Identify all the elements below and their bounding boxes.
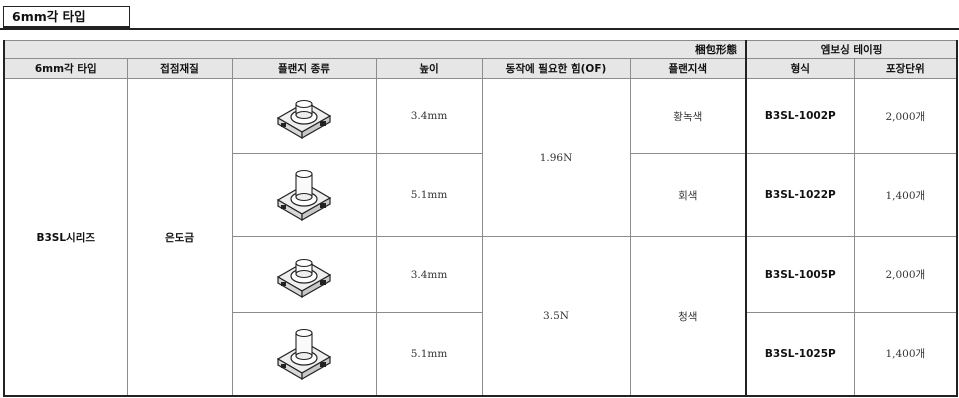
unit-cell: 2,000개 bbox=[853, 77, 959, 155]
height-cell: 3.4mm bbox=[375, 77, 483, 155]
model-cell: B3SL-1022P bbox=[745, 153, 855, 238]
color-cell: 청색 bbox=[629, 236, 747, 398]
series-cell: B3SL시리즈 bbox=[3, 78, 128, 397]
unit-cell: 1,400개 bbox=[853, 311, 959, 397]
height-cell: 3.4mm bbox=[375, 236, 483, 313]
table-row: 5.1mm 회색 B3SL-1022P 1,400개 bbox=[4, 153, 959, 238]
unit-cell: 1,400개 bbox=[853, 153, 959, 238]
col-color: 플랜지색 bbox=[629, 58, 747, 79]
unit-cell: 2,000개 bbox=[853, 236, 959, 313]
page-title: 6mm각 타입 bbox=[3, 6, 130, 28]
col-model: 형식 bbox=[745, 58, 855, 79]
product-table: 梱包形態 엠보싱 테이핑 6mm각 타입 접점재질 플랜지 종류 높이 동작에 … bbox=[2, 40, 959, 398]
tactile-switch-tall-icon bbox=[276, 328, 332, 380]
force-cell: 3.5N bbox=[481, 236, 631, 398]
col-height: 높이 bbox=[375, 58, 483, 79]
height-cell: 5.1mm bbox=[375, 311, 483, 397]
model-cell: B3SL-1002P bbox=[745, 77, 855, 155]
table-row: 3.4mm 3.5N 청색 B3SL-1005P 2,000개 bbox=[4, 236, 959, 398]
contact-material-cell: 은도금 bbox=[126, 78, 233, 397]
tactile-switch-short-icon bbox=[276, 258, 332, 298]
color-cell: 황녹색 bbox=[629, 77, 747, 155]
col-force: 동작에 필요한 힘(OF) bbox=[481, 58, 631, 79]
switch-image-cell bbox=[231, 236, 377, 313]
tactile-switch-tall-icon bbox=[276, 170, 332, 222]
tactile-switch-short-icon bbox=[276, 100, 332, 140]
switch-image-cell bbox=[231, 153, 377, 238]
col-unit: 포장단위 bbox=[853, 58, 959, 79]
force-cell: 1.96N bbox=[481, 77, 631, 238]
emboss-taping-header: 엠보싱 테이핑 bbox=[745, 40, 959, 59]
color-cell: 회색 bbox=[629, 153, 747, 238]
switch-image-cell bbox=[231, 77, 377, 155]
model-cell: B3SL-1005P bbox=[745, 236, 855, 313]
title-divider bbox=[0, 28, 959, 30]
packaging-header: 梱包形態 bbox=[2, 40, 747, 59]
col-contact: 접점재질 bbox=[126, 58, 233, 79]
height-cell: 5.1mm bbox=[375, 153, 483, 238]
model-cell: B3SL-1025P bbox=[745, 311, 855, 397]
switch-image-cell bbox=[231, 311, 377, 397]
table-row: B3SL시리즈 은도금 3.4mm 1.96N 황녹색 B3SL-1002P bbox=[3, 77, 959, 397]
col-plunger-type: 플랜지 종류 bbox=[231, 58, 377, 79]
col-type: 6mm각 타입 bbox=[3, 58, 128, 79]
table-row: 5.1mm B3SL-1025P 1,400개 bbox=[4, 311, 959, 397]
